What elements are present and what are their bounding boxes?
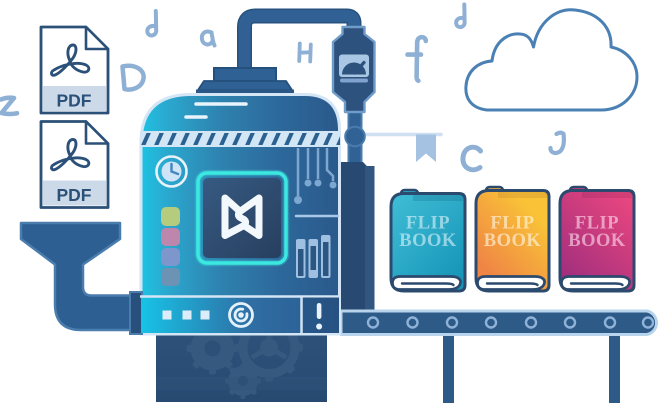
svg-text:FLIP: FLIP bbox=[490, 214, 534, 234]
svg-text:BOOK: BOOK bbox=[484, 231, 542, 251]
svg-text:FLIP: FLIP bbox=[575, 214, 619, 234]
svg-text:BOOK: BOOK bbox=[399, 231, 457, 251]
svg-text:BOOK: BOOK bbox=[568, 231, 626, 251]
svg-text:FLIP: FLIP bbox=[406, 214, 450, 234]
